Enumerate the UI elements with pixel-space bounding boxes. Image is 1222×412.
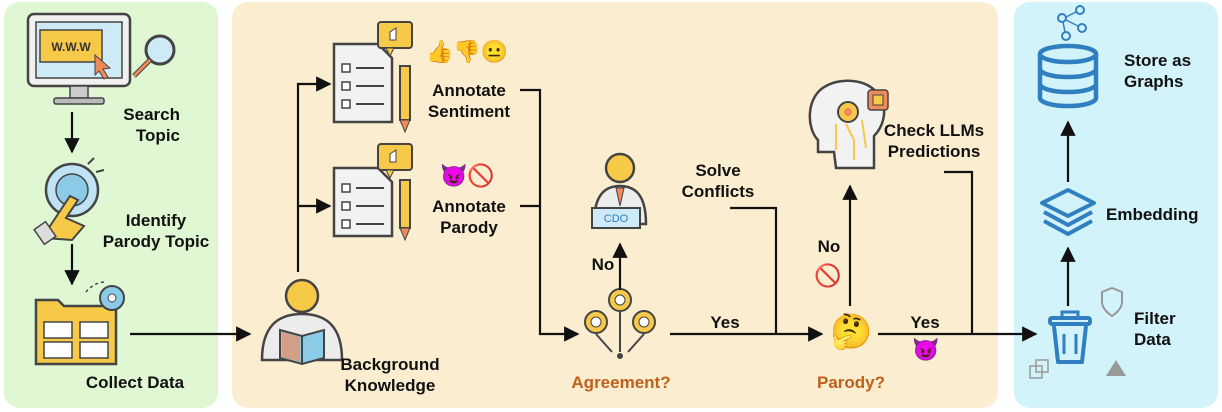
reader-person-icon (260, 278, 344, 366)
trash-icon (1048, 310, 1092, 364)
touch-target-icon (33, 157, 105, 246)
yes-parody-label: Yes (910, 313, 940, 332)
agreement-question: Agreement? (571, 373, 671, 392)
warning-icon (1106, 360, 1126, 376)
team-agreement-icon (584, 288, 656, 359)
sentiment-emoji: 👍👎😐 (426, 39, 509, 64)
no-parody-emoji: 🚫 (814, 263, 842, 288)
database-icon (1037, 43, 1099, 109)
folder-gear-icon (34, 281, 125, 366)
arrow-to-sentiment (296, 76, 332, 272)
no-parody-label: No (817, 237, 841, 256)
parody-emoji: 😈🚫 (440, 163, 495, 188)
cdo-text: CDO (604, 213, 629, 225)
sentiment-checklist-icon (332, 21, 413, 134)
parody-question: Parody? (816, 373, 886, 392)
flow-arrows (64, 76, 1076, 342)
ai-brain-icon (808, 79, 889, 170)
embedding-label: Embedding (1106, 205, 1199, 224)
yes-agreement-label: Yes (710, 313, 740, 332)
computer-search-icon: W.W.W (26, 12, 176, 105)
officer-desk-icon: CDO (591, 152, 648, 229)
shield-icon (1101, 286, 1123, 318)
thinking-emoji: 🤔 (830, 313, 873, 351)
arrow-sentiment-to-agreement (520, 88, 580, 342)
network-graph-icon (1057, 5, 1087, 41)
yes-parody-emoji: 😈 (912, 337, 940, 362)
arrow-llm-return (944, 170, 974, 334)
parody-checklist-icon (332, 143, 413, 242)
www-text: W.W.W (51, 40, 91, 54)
collect-label: Collect Data (85, 373, 185, 392)
copy-icon (1029, 359, 1049, 379)
arrow-conflicts-to-parody (730, 206, 778, 334)
layers-icon (1040, 188, 1096, 236)
no-agreement-label: No (591, 255, 615, 274)
